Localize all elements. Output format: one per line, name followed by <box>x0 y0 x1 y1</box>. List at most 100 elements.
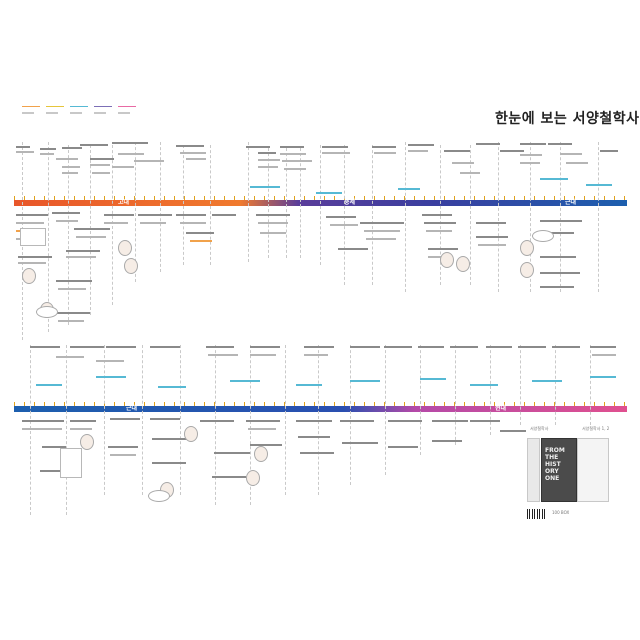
philosopher-note <box>540 256 576 258</box>
event-note <box>16 146 30 148</box>
philosopher-note <box>152 462 186 464</box>
philosopher-portrait <box>440 252 454 268</box>
timeline-guide <box>598 142 599 292</box>
event-note <box>398 188 420 190</box>
philosopher-note <box>300 452 334 454</box>
event-note <box>548 143 572 145</box>
philosopher-note <box>422 214 452 216</box>
philosopher-note <box>110 418 140 420</box>
philosopher-note <box>536 232 574 234</box>
timeline-guide <box>490 345 491 435</box>
event-note <box>258 166 278 168</box>
timeline-guide <box>590 345 591 425</box>
event-note <box>566 162 588 164</box>
event-note <box>384 346 412 348</box>
philosopher-note <box>22 420 44 422</box>
philosopher-note <box>70 420 96 422</box>
timeline-guide <box>286 148 287 258</box>
philosopher-note <box>388 420 422 422</box>
era-label-contemporary: 현대 <box>495 405 507 412</box>
timeline-guide <box>344 145 345 285</box>
text-box <box>60 448 82 478</box>
philosopher-note <box>342 442 378 444</box>
philosopher-portrait <box>184 426 198 442</box>
event-note <box>106 346 136 348</box>
timeline-guide <box>215 345 216 505</box>
timeline-guide <box>350 345 351 485</box>
philosopher-portrait <box>118 240 132 256</box>
timeline-guide <box>210 145 211 265</box>
text-box <box>20 228 46 246</box>
event-note <box>532 380 562 382</box>
event-note <box>250 186 280 188</box>
event-note <box>206 346 234 348</box>
philosopher-note <box>540 286 574 288</box>
event-note <box>552 346 580 348</box>
event-note <box>250 354 276 356</box>
event-note <box>186 158 206 160</box>
philosopher-note <box>296 420 332 422</box>
philosopher-note <box>432 420 468 422</box>
philosopher-note <box>56 220 78 222</box>
philosopher-portrait <box>22 268 36 284</box>
philosopher-note <box>426 230 452 232</box>
event-note <box>56 158 78 160</box>
philosopher-note <box>56 312 90 314</box>
event-note <box>62 166 80 168</box>
timeline-guide <box>470 145 471 285</box>
event-note <box>280 153 306 155</box>
event-note <box>280 146 304 148</box>
event-note <box>62 172 78 174</box>
philosopher-note <box>22 428 42 430</box>
philosopher-note <box>540 220 582 222</box>
legend-label <box>46 112 58 114</box>
philosopher-note <box>330 224 358 226</box>
philosopher-note <box>58 288 86 290</box>
philosopher-note <box>104 222 128 224</box>
event-note <box>30 346 60 348</box>
event-note <box>590 376 616 378</box>
timeline-guide <box>405 142 406 292</box>
event-note <box>40 148 56 150</box>
timeline-guide <box>555 345 556 425</box>
book-cover: FROM THE HIST ORY ONE <box>541 438 577 502</box>
event-note <box>282 160 312 162</box>
timeline-guide <box>520 345 521 425</box>
timeline-guide <box>455 345 456 445</box>
philosopher-note <box>364 230 400 232</box>
timeline-guide <box>320 145 321 265</box>
book-cover-title: FROM THE HIST ORY ONE <box>545 447 565 482</box>
philosopher-portrait <box>520 240 534 256</box>
legend-swatch <box>46 106 64 107</box>
philosopher-note <box>66 256 96 258</box>
philosopher-portrait <box>246 470 260 486</box>
legend-swatch <box>94 106 112 107</box>
philosopher-note <box>138 214 172 216</box>
philosopher-note <box>260 232 286 234</box>
philosopher-note <box>42 420 64 422</box>
era-label-modern-bottom: 근대 <box>126 405 138 412</box>
event-note <box>350 380 380 382</box>
timeline-guide <box>385 345 386 475</box>
philosopher-portrait <box>456 256 470 272</box>
philosopher-note <box>470 420 500 422</box>
event-note <box>600 150 618 152</box>
timeline-guide <box>160 142 161 272</box>
timeline-guide <box>560 142 561 292</box>
top-timeline-band-medieval <box>240 200 435 206</box>
philosopher-note <box>478 244 506 246</box>
era-label-modern: 근대 <box>565 199 577 206</box>
legend <box>22 103 142 117</box>
philosopher-note <box>360 222 404 224</box>
event-note <box>420 378 446 380</box>
event-note <box>258 159 280 161</box>
event-note <box>80 144 108 146</box>
event-note <box>350 346 380 348</box>
philosopher-note <box>388 446 418 448</box>
event-note <box>258 152 276 154</box>
philosopher-note <box>108 446 138 448</box>
event-note <box>520 162 540 164</box>
book-small-label: 100 BOX <box>552 510 570 515</box>
event-note <box>96 376 126 378</box>
event-note <box>486 346 512 348</box>
